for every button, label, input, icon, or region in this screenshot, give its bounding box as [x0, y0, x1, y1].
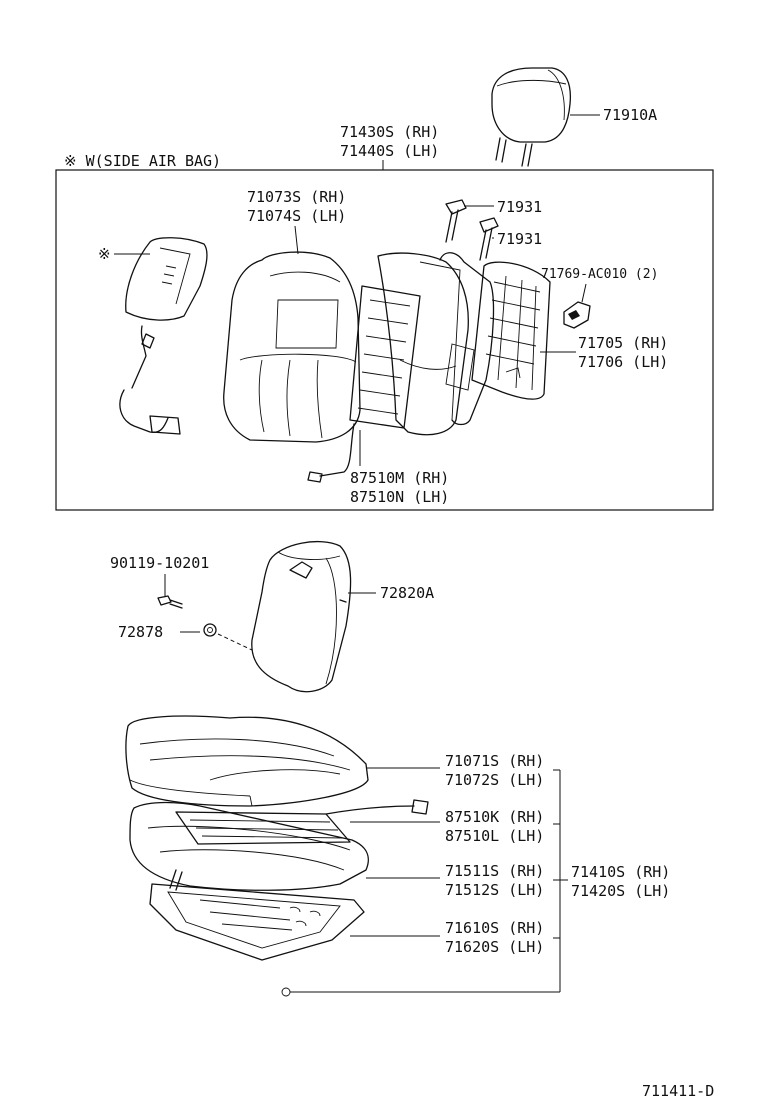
clip-label: 71769-AC010 (2) — [541, 267, 658, 282]
headrest-drawing — [491, 67, 572, 167]
support-drawing-2 — [479, 217, 499, 261]
headrest-label: 71910A — [603, 106, 657, 124]
cushion-cover-drawing — [125, 715, 369, 807]
back-cover-leader — [294, 225, 299, 255]
cushion-assembly-label-rh: 71410S (RH) — [571, 863, 670, 881]
cushion-heater-drawing — [175, 799, 429, 845]
back-board-drawing — [471, 261, 551, 400]
bolt-drawing — [157, 595, 183, 609]
armrest-label: 72820A — [380, 584, 434, 602]
back-board-label-lh: 71706 (LH) — [578, 353, 668, 371]
assembly-label-rh: 71430S (RH) — [340, 123, 439, 141]
side-airbag-drawing — [119, 237, 208, 435]
clip-drawing — [563, 301, 591, 329]
cushion-cover-label-rh: 71071S (RH) — [445, 752, 544, 770]
clip-leader — [581, 283, 587, 303]
support-drawing-1 — [445, 199, 467, 243]
armrest-mount-line — [217, 633, 253, 651]
cushion-pad-label-rh: 71511S (RH) — [445, 862, 544, 880]
side-airbag-note: ※ W(SIDE AIR BAG) — [64, 152, 221, 170]
cushion-pad-drawing — [129, 801, 369, 891]
cushion-cover-label-lh: 71072S (LH) — [445, 771, 544, 789]
back-board-label-rh: 71705 (RH) — [578, 334, 668, 352]
armrest-drawing — [251, 540, 352, 693]
back-frame-drawing — [377, 252, 495, 436]
back-heater-drawing — [307, 285, 421, 483]
support-label-2: 71931 — [497, 230, 542, 248]
figure-code: 711411-D — [642, 1082, 714, 1100]
cushion-frame-label-lh: 71620S (LH) — [445, 938, 544, 956]
cushion-heater-label-rh: 87510K (RH) — [445, 808, 544, 826]
cushion-frame-label-rh: 71610S (RH) — [445, 919, 544, 937]
cushion-heater-label-lh: 87510L (LH) — [445, 827, 544, 845]
cushion-assembly-label-lh: 71420S (LH) — [571, 882, 670, 900]
back-heater-label-lh: 87510N (LH) — [350, 488, 449, 506]
cushion-assembly-bracket — [281, 769, 568, 997]
backrest-inset-box — [55, 169, 714, 511]
bolt-label: 90119-10201 — [110, 554, 209, 572]
washer-drawing — [203, 623, 217, 637]
back-cover-drawing — [223, 251, 361, 443]
washer-label: 72878 — [118, 623, 163, 641]
back-cover-label-lh: 71074S (LH) — [247, 207, 346, 225]
back-heater-label-rh: 87510M (RH) — [350, 469, 449, 487]
cushion-pad-label-lh: 71512S (LH) — [445, 881, 544, 899]
assembly-label-lh: 71440S (LH) — [340, 142, 439, 160]
airbag-note-mark: ※ — [98, 245, 111, 263]
support-label-1: 71931 — [497, 198, 542, 216]
back-cover-label-rh: 71073S (RH) — [247, 188, 346, 206]
cushion-frame-drawing — [149, 869, 365, 961]
